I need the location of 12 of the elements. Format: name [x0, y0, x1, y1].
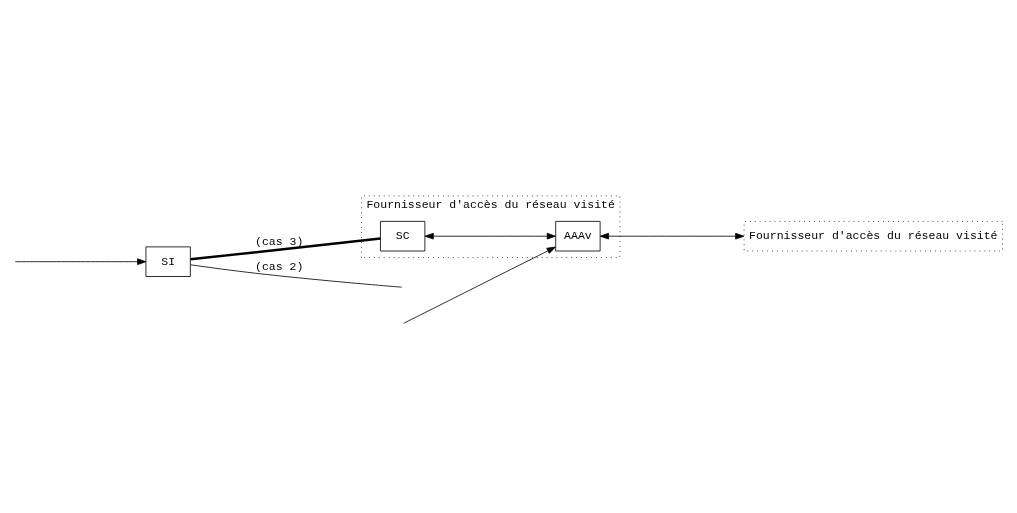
connector — [190, 264, 403, 288]
node-box: AAAv — [555, 220, 601, 252]
node-box: Fournisseur d'accès du réseau visité — [743, 220, 1003, 252]
arrow — [599, 232, 745, 240]
node-box: SI — [145, 246, 191, 277]
node-box: SC — [380, 220, 426, 252]
arrow — [14, 258, 147, 265]
connector — [190, 237, 381, 261]
edge-label: (cas 2) — [255, 260, 304, 274]
arrow — [403, 246, 556, 324]
arrow — [424, 232, 556, 240]
edge-label: (cas 3) — [255, 234, 304, 248]
